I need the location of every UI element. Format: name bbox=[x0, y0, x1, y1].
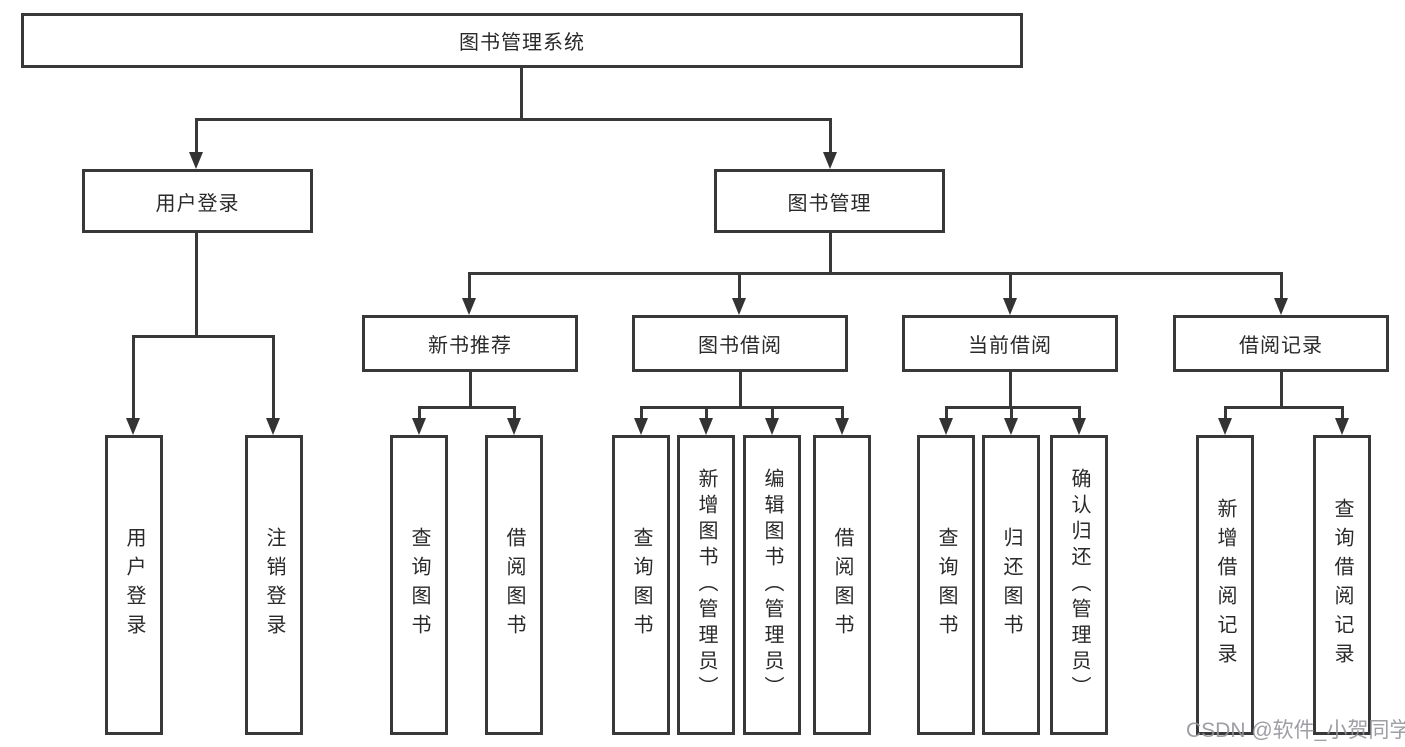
arrow-down-icon bbox=[1072, 418, 1086, 435]
connector-user-login-stem bbox=[195, 233, 198, 337]
connector-book-management-bar bbox=[468, 272, 1282, 275]
node-current-borrowing-label: 当前借阅 bbox=[968, 335, 1052, 357]
leaf-add-borrow-record: 新增借阅记录 bbox=[1196, 435, 1254, 735]
connector-records-stem bbox=[1280, 372, 1283, 408]
leaf-add-book-admin-label: 新增图书（管理员） bbox=[695, 468, 717, 702]
connector-drop-leaf bbox=[771, 406, 774, 419]
leaf-user-login: 用户登录 bbox=[105, 435, 163, 735]
connector-drop-leaf bbox=[705, 406, 708, 419]
arrow-down-icon bbox=[1335, 418, 1349, 435]
leaf-add-borrow-record-label: 新增借阅记录 bbox=[1214, 498, 1236, 672]
node-book-management: 图书管理 bbox=[714, 169, 945, 233]
leaf-query-books-borrowing: 查询图书 bbox=[612, 435, 670, 735]
connector-drop-leaf bbox=[640, 406, 643, 419]
arrow-down-icon bbox=[835, 418, 849, 435]
connector-root-bar bbox=[195, 118, 832, 121]
arrow-down-icon bbox=[634, 418, 648, 435]
leaf-logout: 注销登录 bbox=[245, 435, 303, 735]
connector-drop-module bbox=[738, 272, 741, 300]
arrow-down-icon bbox=[126, 418, 140, 435]
arrow-down-icon bbox=[507, 418, 521, 435]
leaf-return-book-label: 归还图书 bbox=[1000, 527, 1022, 643]
leaf-query-books-recommend-label: 查询图书 bbox=[408, 527, 430, 643]
connector-book-management-stem bbox=[829, 233, 832, 274]
connector-records-bar bbox=[1224, 406, 1344, 409]
leaf-query-borrow-record: 查询借阅记录 bbox=[1313, 435, 1371, 735]
arrow-down-icon bbox=[462, 298, 476, 315]
leaf-query-books-recommend: 查询图书 bbox=[390, 435, 448, 735]
leaf-logout-label: 注销登录 bbox=[263, 527, 285, 643]
connector-drop-leaf bbox=[945, 406, 948, 419]
connector-drop-module bbox=[468, 272, 471, 300]
arrow-down-icon bbox=[823, 152, 837, 169]
node-user-login-label: 用户登录 bbox=[155, 192, 240, 215]
node-root-label: 图书管理系统 bbox=[459, 32, 585, 54]
arrow-down-icon bbox=[732, 298, 746, 315]
connector-drop-user-login bbox=[195, 118, 198, 152]
node-current-borrowing: 当前借阅 bbox=[902, 315, 1118, 372]
connector-drop-leaf bbox=[1078, 406, 1081, 419]
connector-user-login-bar bbox=[132, 335, 275, 338]
connector-drop-module bbox=[1009, 272, 1012, 300]
connector-current-stem bbox=[1009, 372, 1012, 408]
arrow-down-icon bbox=[1274, 298, 1288, 315]
arrow-down-icon bbox=[765, 418, 779, 435]
node-root: 图书管理系统 bbox=[21, 13, 1023, 68]
csdn-watermark: CSDN @软件_小贺同学 bbox=[1186, 719, 1405, 742]
arrow-down-icon bbox=[1004, 418, 1018, 435]
connector-drop-book-management bbox=[829, 118, 832, 152]
arrow-down-icon bbox=[699, 418, 713, 435]
leaf-confirm-return-admin: 确认归还（管理员） bbox=[1050, 435, 1108, 735]
connector-drop-leaf bbox=[418, 406, 421, 419]
leaf-query-books-current: 查询图书 bbox=[917, 435, 975, 735]
connector-drop-leaf bbox=[841, 406, 844, 419]
node-borrowing-records: 借阅记录 bbox=[1173, 315, 1389, 372]
connector-borrowing-stem bbox=[739, 372, 742, 408]
leaf-borrow-books-recommend: 借阅图书 bbox=[485, 435, 543, 735]
leaf-edit-book-admin: 编辑图书（管理员） bbox=[743, 435, 801, 735]
leaf-query-books-borrowing-label: 查询图书 bbox=[630, 527, 652, 643]
connector-drop-leaf bbox=[513, 406, 516, 419]
node-book-borrowing: 图书借阅 bbox=[632, 315, 848, 372]
connector-drop-leaf bbox=[1341, 406, 1344, 419]
leaf-query-borrow-record-label: 查询借阅记录 bbox=[1331, 498, 1353, 672]
node-new-book-recommendation: 新书推荐 bbox=[362, 315, 578, 372]
node-user-login: 用户登录 bbox=[82, 169, 313, 233]
leaf-return-book: 归还图书 bbox=[982, 435, 1040, 735]
arrow-down-icon bbox=[939, 418, 953, 435]
leaf-add-book-admin: 新增图书（管理员） bbox=[677, 435, 735, 735]
connector-drop-leaf bbox=[1224, 406, 1227, 419]
node-book-borrowing-label: 图书借阅 bbox=[698, 335, 782, 357]
leaf-borrow-books-borrowing: 借阅图书 bbox=[813, 435, 871, 735]
leaf-query-books-current-label: 查询图书 bbox=[935, 527, 957, 643]
leaf-edit-book-admin-label: 编辑图书（管理员） bbox=[761, 468, 783, 702]
leaf-borrow-books-recommend-label: 借阅图书 bbox=[503, 527, 525, 643]
arrow-down-icon bbox=[412, 418, 426, 435]
connector-drop-leaf bbox=[1010, 406, 1013, 419]
connector-root-stem bbox=[520, 68, 523, 120]
connector-drop-module bbox=[1280, 272, 1283, 300]
node-new-book-recommendation-label: 新书推荐 bbox=[428, 335, 512, 357]
leaf-user-login-label: 用户登录 bbox=[123, 527, 145, 643]
arrow-down-icon bbox=[1218, 418, 1232, 435]
connector-drop-leaf bbox=[272, 335, 275, 419]
leaf-confirm-return-admin-label: 确认归还（管理员） bbox=[1068, 468, 1090, 702]
node-borrowing-records-label: 借阅记录 bbox=[1239, 335, 1323, 357]
arrow-down-icon bbox=[1003, 298, 1017, 315]
connector-current-bar bbox=[945, 406, 1081, 409]
connector-recommend-stem bbox=[469, 372, 472, 408]
connector-drop-leaf bbox=[132, 335, 135, 419]
connector-recommend-bar bbox=[418, 406, 516, 409]
arrow-down-icon bbox=[189, 152, 203, 169]
leaf-borrow-books-borrowing-label: 借阅图书 bbox=[831, 527, 853, 643]
connector-borrowing-bar bbox=[640, 406, 844, 409]
node-book-management-label: 图书管理 bbox=[787, 192, 872, 215]
arrow-down-icon bbox=[266, 418, 280, 435]
